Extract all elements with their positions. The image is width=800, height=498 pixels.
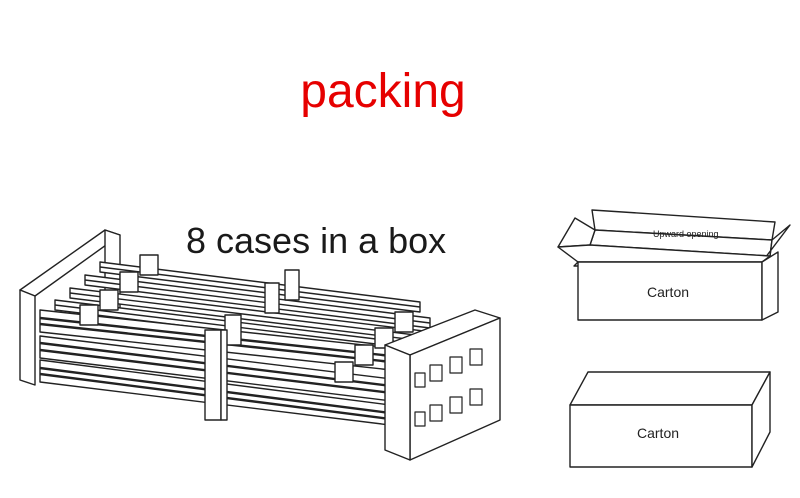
closed-carton-label: Carton	[637, 425, 680, 441]
open-carton-drawing	[557, 209, 791, 321]
right-end-plate	[384, 309, 501, 461]
page-title: packing	[300, 65, 466, 118]
packing-subtitle: 8 cases in a box	[186, 220, 447, 261]
closed-carton-drawing	[569, 371, 771, 468]
spacer-blocks	[204, 269, 300, 421]
open-carton-label: Carton	[647, 284, 690, 300]
mounting-brackets	[79, 254, 414, 383]
upward-opening-label: Upward opening	[653, 229, 719, 239]
fixture-rack-drawing	[19, 229, 501, 461]
